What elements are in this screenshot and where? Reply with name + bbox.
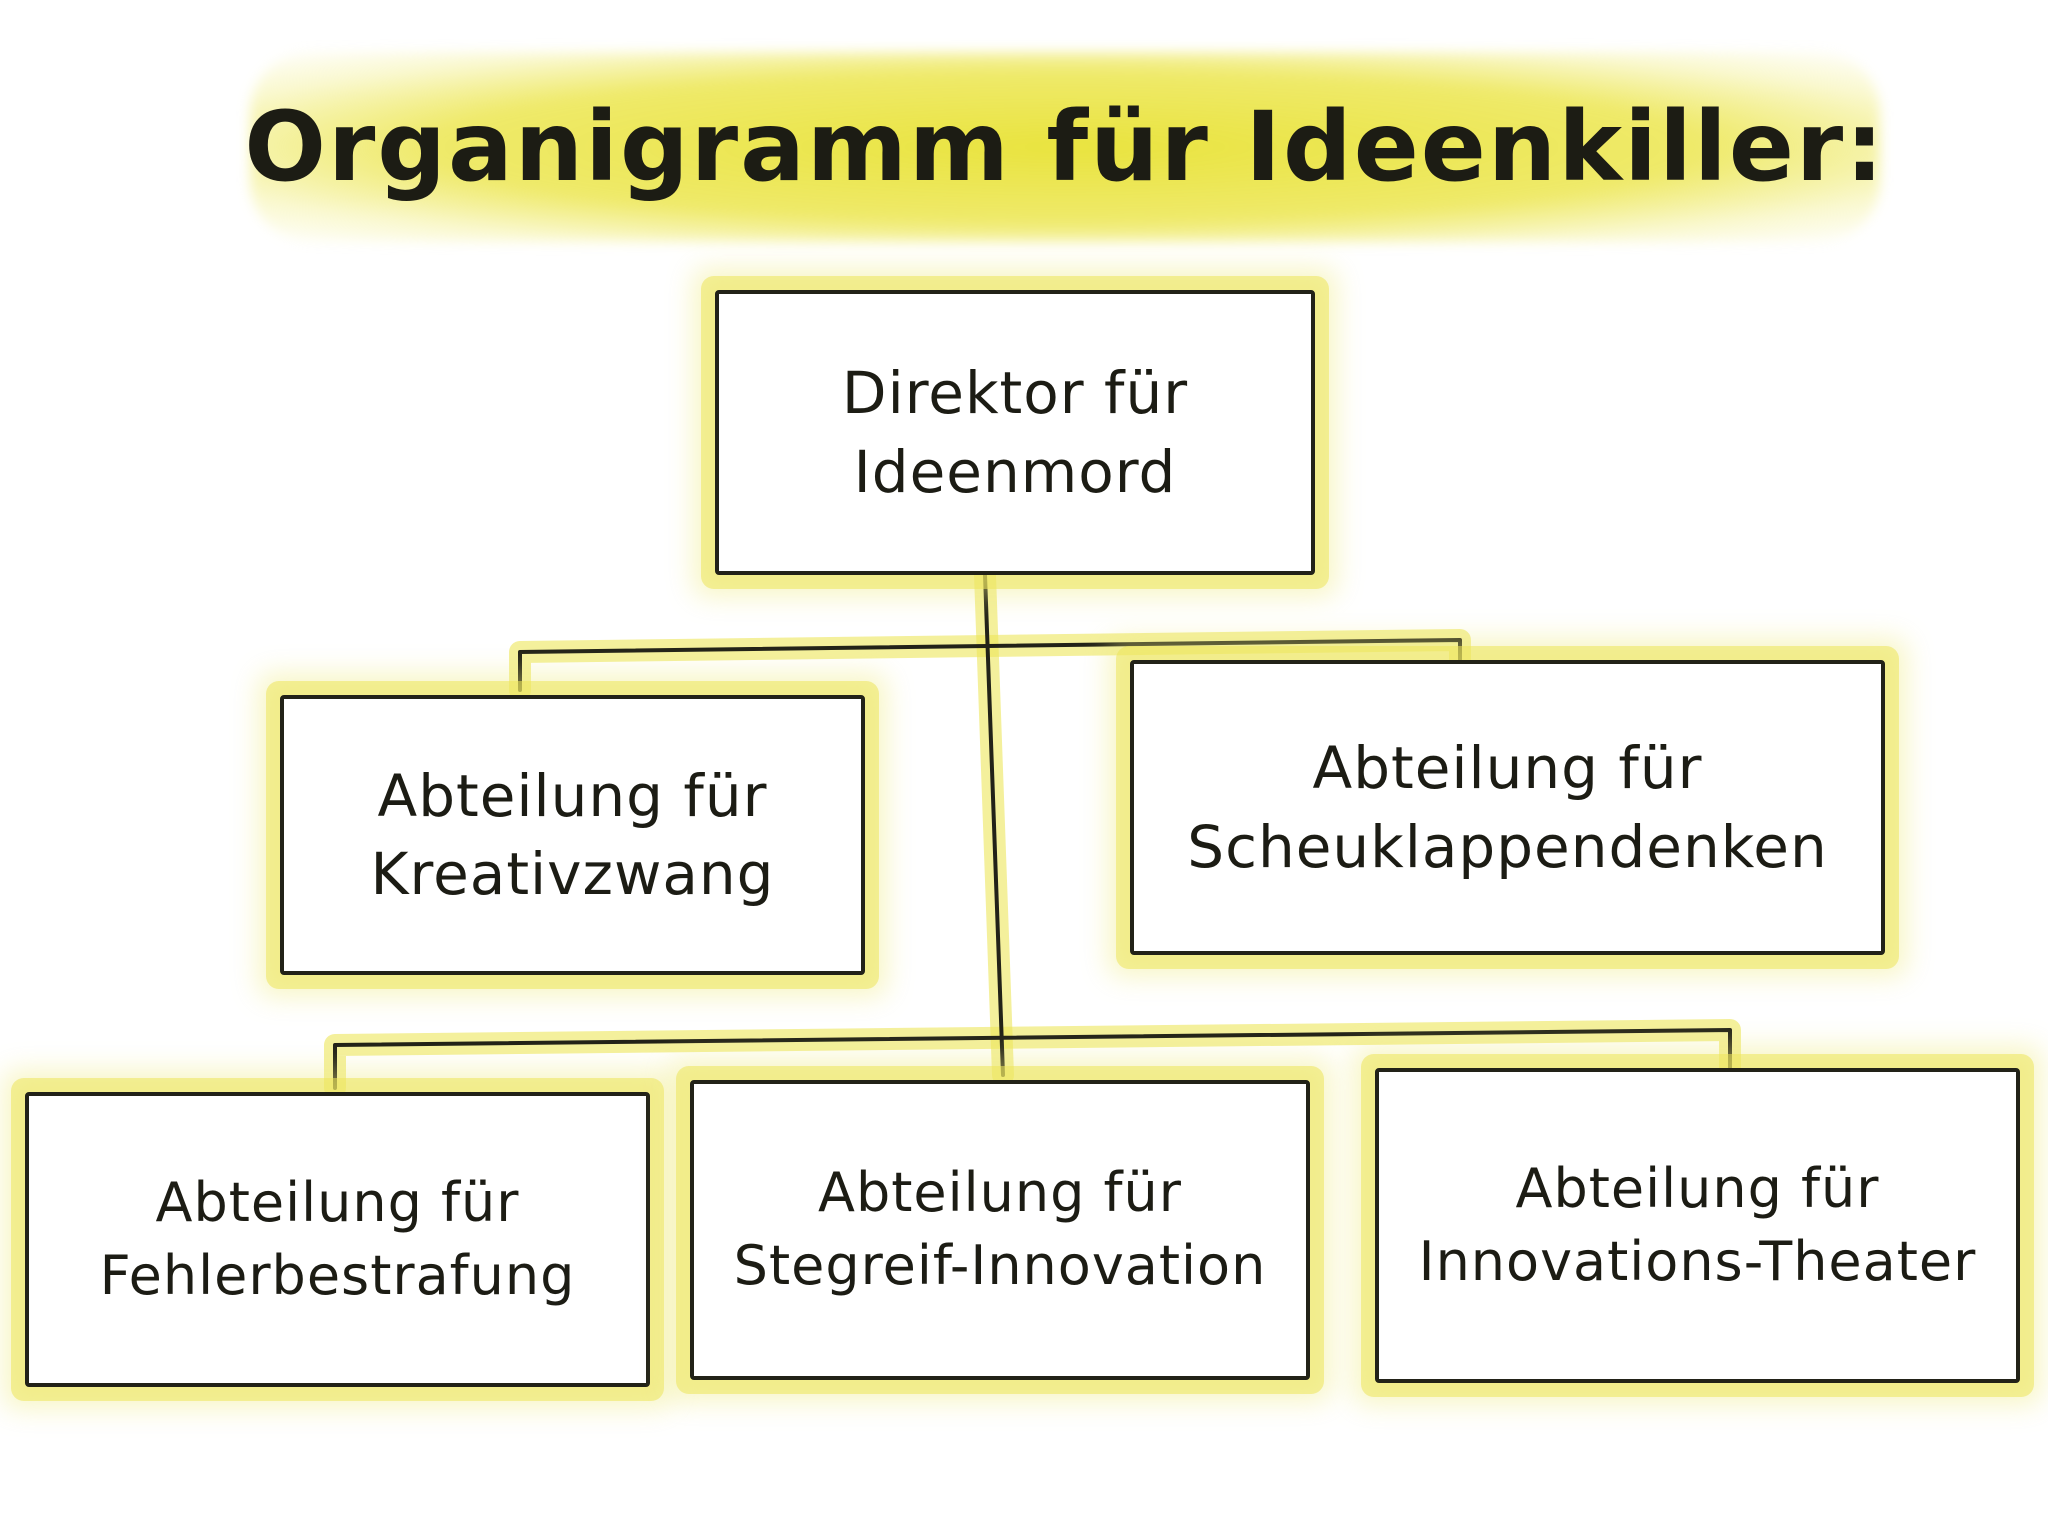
connector-lower-bar <box>333 1028 1732 1090</box>
node-director: Direktor für Ideenmord <box>715 290 1315 575</box>
node-stegreif-innovation: Abteilung für Stegreif-Innovation <box>690 1080 1310 1380</box>
connector-trunk <box>983 573 1005 1077</box>
node-scheuklappendenken: Abteilung für Scheuklappendenken <box>1130 660 1885 955</box>
node-fehlerbestrafung-label: Abteilung für Fehlerbestrafung <box>99 1170 576 1307</box>
diagram-title: Organigramm für Ideenkiller: <box>244 91 1886 203</box>
node-stegreif-innovation-label: Abteilung für Stegreif-Innovation <box>733 1161 1267 1297</box>
node-fehlerbestrafung: Abteilung für Fehlerbestrafung <box>25 1092 650 1387</box>
node-kreativzwang-label: Abteilung für Kreativzwang <box>370 761 775 908</box>
connector-upper-bar <box>518 638 1462 692</box>
node-kreativzwang: Abteilung für Kreativzwang <box>280 695 865 975</box>
node-innovations-theater-label: Abteilung für Innovations-Theater <box>1418 1156 1977 1293</box>
title-highlight <box>250 52 1880 242</box>
node-director-label: Direktor für Ideenmord <box>841 359 1189 506</box>
node-innovations-theater: Abteilung für Innovations-Theater <box>1375 1068 2020 1383</box>
node-scheuklappendenken-label: Abteilung für Scheuklappendenken <box>1187 734 1828 881</box>
